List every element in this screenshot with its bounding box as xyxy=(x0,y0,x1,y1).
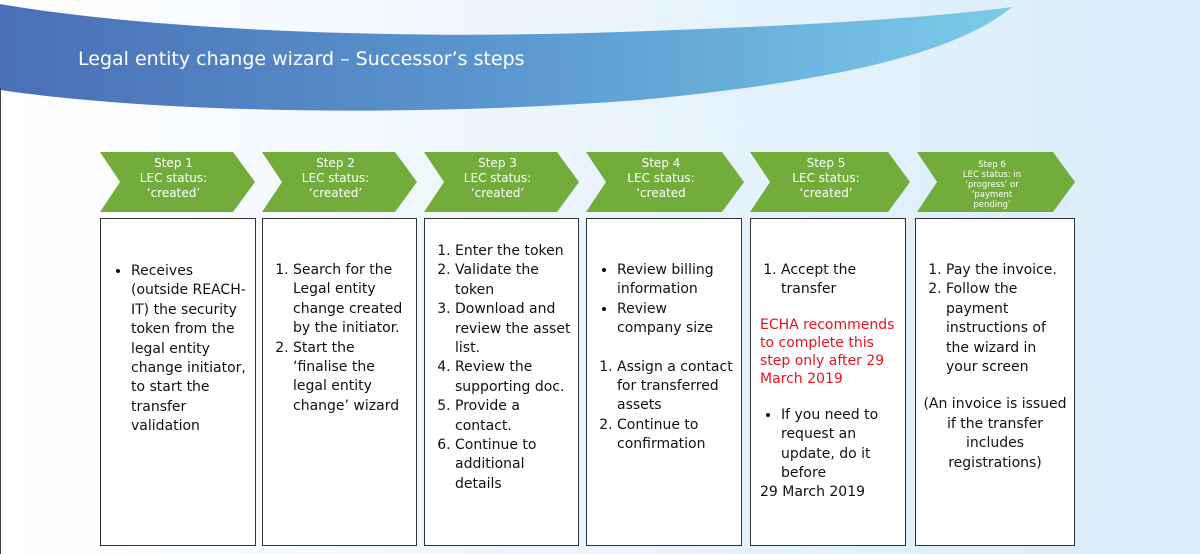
numbered-item: Enter the token xyxy=(455,242,572,261)
numbered-item: Validate the token xyxy=(455,261,572,300)
step-status: LEC status: ‘created’ xyxy=(463,171,532,200)
step-4-box: Review billing informationReview company… xyxy=(586,218,742,546)
bullet: If you need to request an update, do it … xyxy=(781,406,899,484)
bullet: Review billing information xyxy=(617,261,735,300)
step-2-box: Search for the Legal entity change creat… xyxy=(262,218,417,546)
step-status: LEC status: ‘created’ xyxy=(139,171,208,200)
deadline-date: 29 March 2019 xyxy=(760,484,866,501)
step-status: LEC status: ‘created’ xyxy=(301,171,370,200)
left-border xyxy=(0,88,1,554)
step-status: LEC status: in ‘progress’ or ‘payment pe… xyxy=(962,170,1022,210)
step-label: Step 5 xyxy=(806,156,846,170)
step-6-box: Pay the invoice.Follow the payment instr… xyxy=(915,218,1075,546)
step-label: Step 2 xyxy=(316,156,355,170)
numbered-item: Search for the Legal entity change creat… xyxy=(293,261,410,339)
step-label: Step 1 xyxy=(154,156,193,170)
numbered-item: Review the supporting doc. xyxy=(455,358,572,397)
step-status: LEC status: ‘created xyxy=(627,171,695,200)
step-1-box: Receives (outside REACH-IT) the security… xyxy=(100,218,256,546)
numbered-item: Provide a contact. xyxy=(455,397,572,436)
title-banner xyxy=(0,4,1012,111)
numbered-item: Follow the payment instructions of the w… xyxy=(946,280,1068,377)
echa-recommendation: ECHA recommends to complete this step on… xyxy=(760,316,895,387)
step-status: LEC status: ‘created’ xyxy=(792,171,860,200)
step-label: Step 4 xyxy=(641,156,681,170)
step-label: Step 6 xyxy=(978,160,1006,170)
numbered-item: Download and review the asset list. xyxy=(455,300,572,358)
bullet: Review company size xyxy=(617,300,735,339)
invoice-note: (An invoice is issued if the transfer in… xyxy=(923,396,1067,471)
numbered-item: Pay the invoice. xyxy=(946,261,1068,280)
step-5-box: Accept the transfer ECHA recommends to c… xyxy=(750,218,906,546)
numbered-item: Assign a contact for transferred assets xyxy=(617,358,735,416)
page-title: Legal entity change wizard – Successor’s… xyxy=(78,48,525,70)
numbered-item: Accept the transfer xyxy=(781,261,899,300)
step-label: Step 3 xyxy=(478,156,517,170)
numbered-item: Continue to confirmation xyxy=(617,416,735,455)
step-3-box: Enter the tokenValidate the tokenDownloa… xyxy=(424,218,579,546)
numbered-item: Continue to additional details xyxy=(455,436,572,494)
numbered-item: Start the ‘finalise the legal entity cha… xyxy=(293,339,410,417)
bullet: Receives (outside REACH-IT) the security… xyxy=(131,262,249,437)
